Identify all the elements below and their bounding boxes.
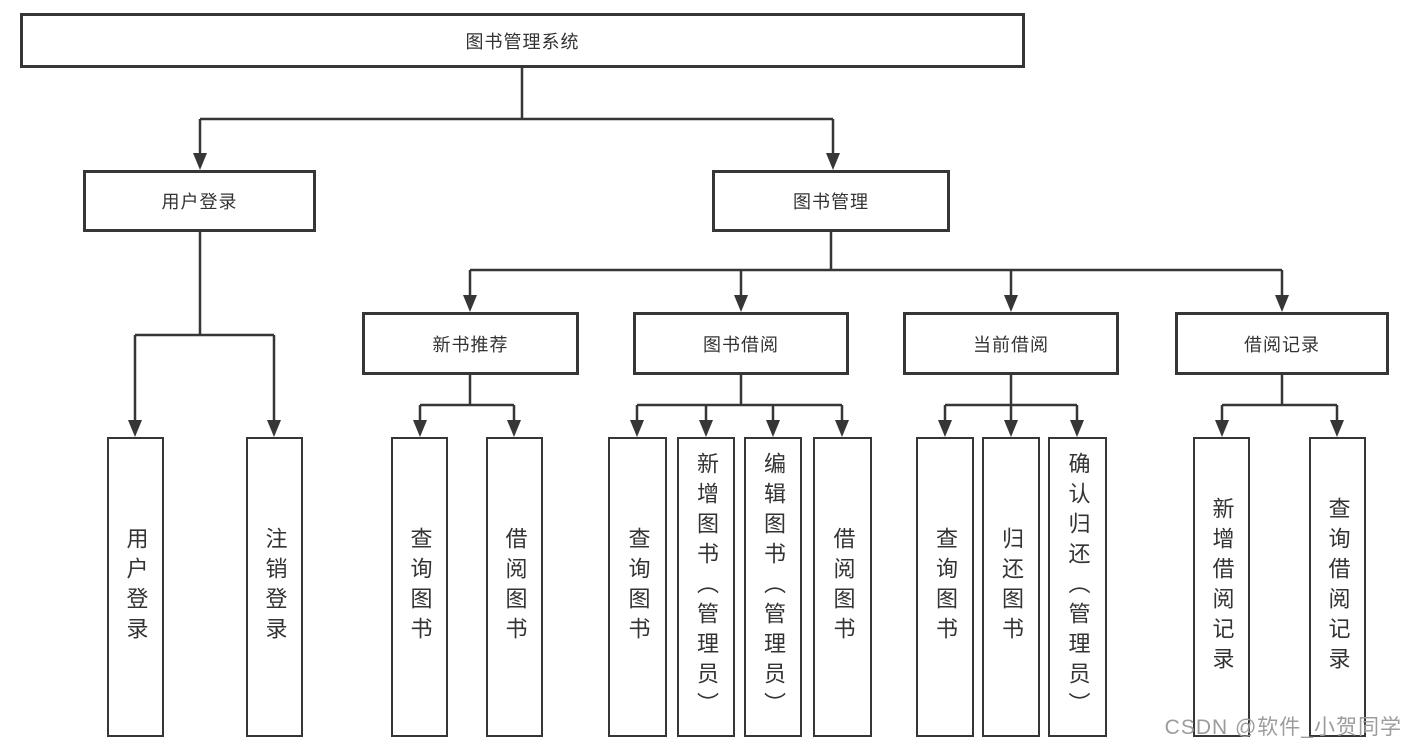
arrowheads bbox=[128, 153, 1344, 437]
arrow-icon bbox=[938, 420, 952, 437]
node-current-borrowing: 当前借阅 bbox=[903, 312, 1119, 375]
arrow-icon bbox=[193, 153, 207, 170]
arrow-icon bbox=[1004, 420, 1018, 437]
connector-book-borrow-to-leaves bbox=[635, 375, 844, 421]
arrow-icon bbox=[630, 420, 644, 437]
leaf-return-books: 归还图书 bbox=[982, 437, 1040, 737]
arrow-icon bbox=[1215, 420, 1229, 437]
node-new-book-recommendation: 新书推荐 bbox=[362, 312, 579, 375]
connector-borrow-record-to-leaves bbox=[1220, 375, 1339, 421]
leaf-confirm-return-admin: 确认归还（管理员） bbox=[1048, 437, 1107, 737]
arrow-icon bbox=[413, 420, 427, 437]
arrow-icon bbox=[826, 153, 840, 170]
leaf-add-books-admin: 新增图书（管理员） bbox=[677, 437, 735, 737]
arrow-icon bbox=[1330, 420, 1344, 437]
arrow-icon bbox=[463, 295, 477, 312]
csdn-watermark: CSDN @软件_小贺同学 bbox=[1164, 716, 1402, 739]
arrow-icon bbox=[1275, 295, 1289, 312]
connector-book-mgmt-to-level3 bbox=[468, 232, 1284, 296]
arrow-icon bbox=[507, 420, 521, 437]
connector-user-login-to-leaves bbox=[133, 232, 276, 421]
leaf-query-books-recommend: 查询图书 bbox=[391, 437, 448, 737]
connector-current-borrow-to-leaves bbox=[943, 375, 1079, 421]
leaf-add-borrow-record: 新增借阅记录 bbox=[1193, 437, 1250, 737]
connector-root-to-level2 bbox=[198, 68, 835, 154]
node-borrowing-records: 借阅记录 bbox=[1175, 312, 1389, 375]
leaf-query-books-borrowing: 查询图书 bbox=[608, 437, 667, 737]
leaf-query-books-current: 查询图书 bbox=[916, 437, 974, 737]
arrow-icon bbox=[699, 420, 713, 437]
arrow-icon bbox=[734, 295, 748, 312]
leaf-borrow-books-recommend: 借阅图书 bbox=[486, 437, 543, 737]
leaf-edit-books-admin: 编辑图书（管理员） bbox=[744, 437, 802, 737]
leaf-query-borrow-record: 查询借阅记录 bbox=[1309, 437, 1366, 737]
arrow-icon bbox=[128, 420, 142, 437]
leaf-user-login: 用户登录 bbox=[107, 437, 164, 737]
node-library-management-system: 图书管理系统 bbox=[20, 13, 1025, 68]
connector-new-book-to-leaves bbox=[418, 375, 516, 421]
node-user-login: 用户登录 bbox=[83, 170, 316, 232]
node-book-management: 图书管理 bbox=[712, 170, 950, 232]
arrow-icon bbox=[835, 420, 849, 437]
arrow-icon bbox=[267, 420, 281, 437]
leaf-borrow-books-borrowing: 借阅图书 bbox=[813, 437, 872, 737]
arrow-icon bbox=[1070, 420, 1084, 437]
leaf-logout: 注销登录 bbox=[246, 437, 303, 737]
arrow-icon bbox=[1004, 295, 1018, 312]
node-book-borrowing: 图书借阅 bbox=[633, 312, 849, 375]
arrow-icon bbox=[766, 420, 780, 437]
